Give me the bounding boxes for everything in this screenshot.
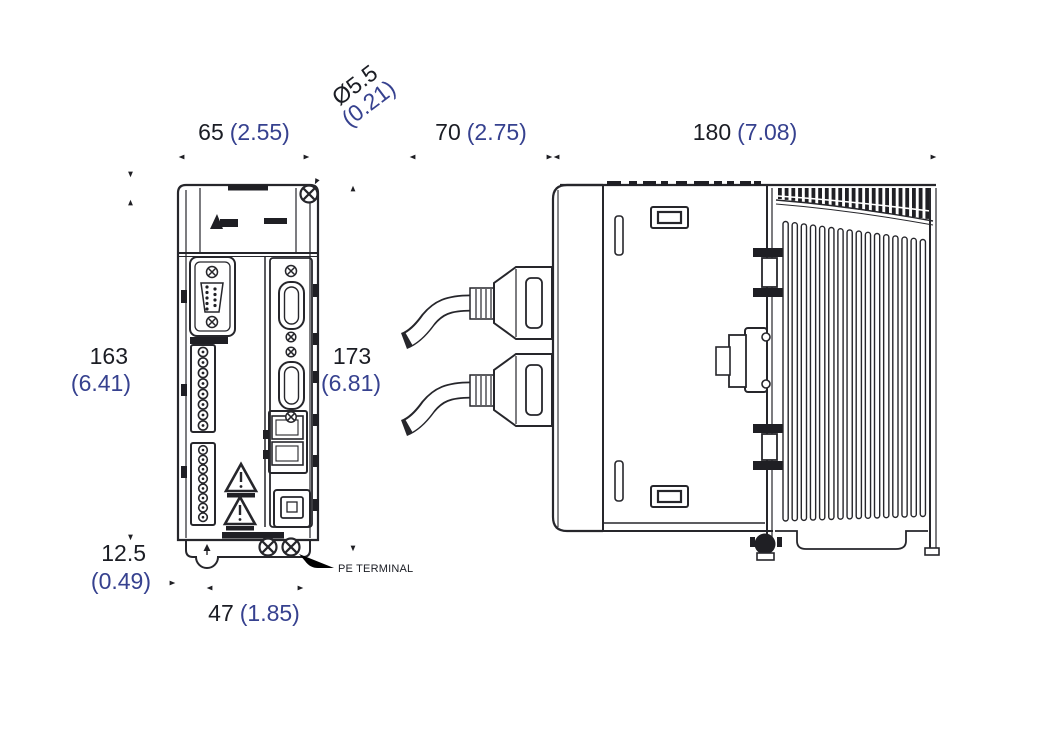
dim-connector-clearance: 70(2.75) (409, 119, 553, 160)
dim-bottom-span-label: 47(1.85) (208, 600, 300, 626)
heatsink-base (775, 530, 928, 550)
mounting-bracket-top (753, 248, 783, 297)
right-edge-tabs (313, 284, 319, 511)
side-front-panel (551, 183, 603, 533)
dim-depth: 180(7.08) (553, 119, 937, 160)
brand-logo (210, 214, 238, 229)
dim-height-total: 173 (6.81) (321, 185, 382, 552)
model-text-mark (264, 218, 287, 224)
dim-bottom-offset: 12.5 (0.49) (91, 540, 176, 594)
connector-latch-bar (190, 337, 228, 344)
cable-1 (400, 266, 553, 349)
dim-front-width: 65(2.55) (178, 119, 310, 160)
dsub-connector (189, 256, 236, 337)
dim-height-total-inch: (6.81) (321, 370, 381, 396)
side-view (400, 181, 940, 561)
bottom-dark-band (222, 532, 284, 539)
dimensions: 65(2.55) Ø5.5 (0.21) 163 (6.41) 173 (71, 59, 937, 626)
din-rail-clip (715, 327, 771, 393)
top-recess (228, 185, 268, 191)
bottom-screw (750, 533, 782, 561)
pe-terminal-label: PE TERMINAL (338, 563, 413, 575)
top-vent-ticks (607, 181, 761, 186)
usb-port (273, 489, 311, 528)
dim-bottom-offset-mm: 12.5 (101, 540, 146, 566)
dim-height-body: 163 (6.41) (71, 171, 133, 541)
right-foot (924, 547, 940, 556)
dsub-pins (205, 285, 217, 311)
screw-heads (205, 184, 319, 557)
vent-grille (775, 188, 934, 226)
dim-connector-clearance-label: 70(2.75) (435, 119, 527, 145)
dim-depth-label: 180(7.08) (693, 119, 797, 145)
terminal-strip-2 (190, 442, 216, 526)
dim-height-body-mm: 163 (90, 343, 128, 369)
rj45-ports (263, 410, 308, 474)
dim-bottom-offset-inch: (0.49) (91, 568, 151, 594)
cable-2 (400, 353, 553, 436)
heatsink-fins (782, 220, 927, 522)
pe-terminal-callout: PE TERMINAL (299, 554, 413, 575)
io-connector-1 (278, 281, 305, 330)
warning-icon-1 (223, 461, 259, 498)
dim-front-width-label: 65(2.55) (198, 119, 290, 145)
dim-mount-hole: Ø5.5 (0.21) (314, 59, 400, 185)
mounting-bracket-bottom (753, 424, 783, 470)
dim-bottom-span: 47(1.85) (206, 585, 304, 626)
left-edge-tabs (181, 290, 187, 478)
bottom-mounting-tab (185, 540, 311, 569)
io-connector-2 (278, 361, 305, 410)
terminal-strip-1 (190, 344, 216, 433)
body-slots (614, 206, 689, 508)
front-view (176, 183, 320, 569)
dim-height-total-mm: 173 (333, 343, 371, 369)
notch-arrow (203, 544, 211, 555)
warning-icon-2 (222, 494, 258, 531)
dim-height-body-inch: (6.41) (71, 370, 131, 396)
